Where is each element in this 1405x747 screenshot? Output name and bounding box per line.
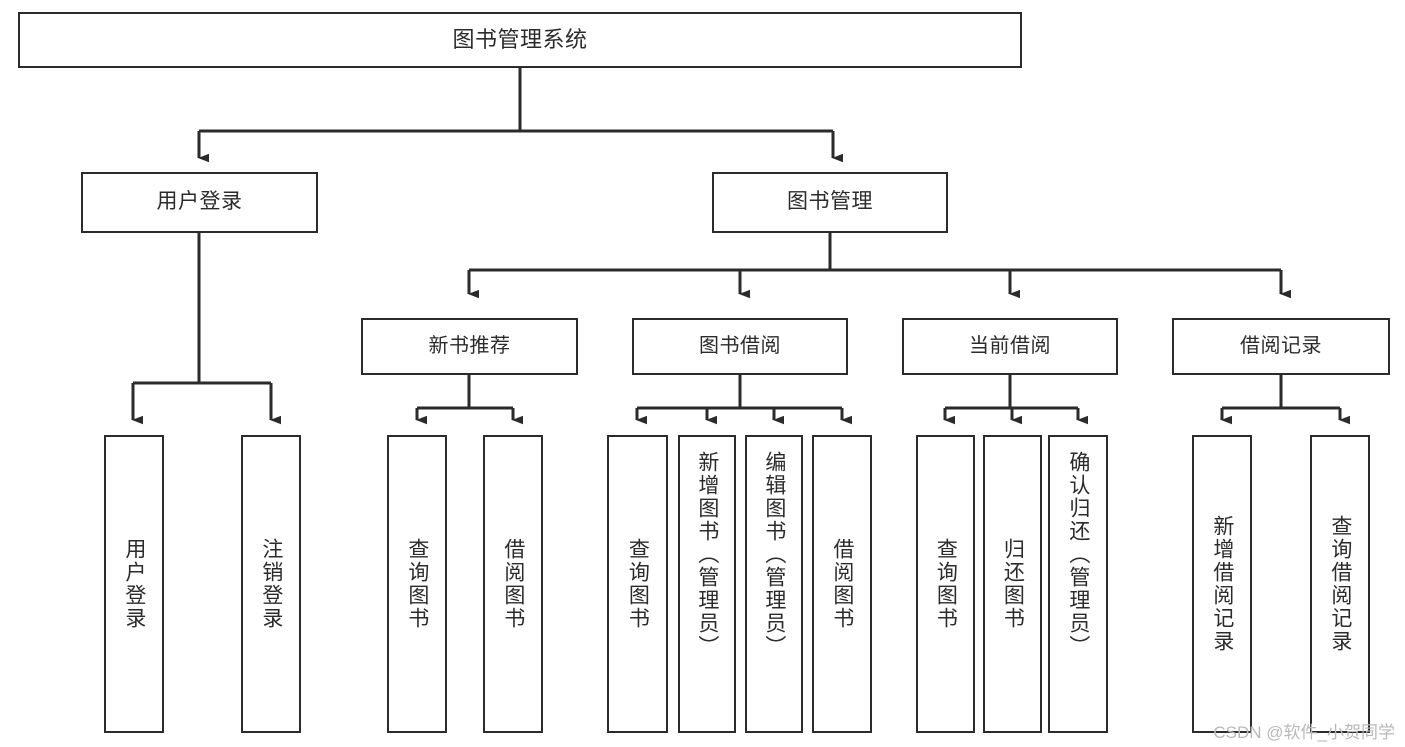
leaf-borrow-book-borrow[interactable]: 借阅图书 (812, 435, 872, 733)
leaf-label: 借阅图书 (830, 538, 854, 630)
leaf-query-book-borrow[interactable]: 查询图书 (607, 435, 668, 733)
leaf-confirm-return-admin[interactable]: 确认归还（管理员） (1048, 435, 1108, 733)
leaf-query-book-current[interactable]: 查询图书 (916, 435, 975, 733)
leaf-logout-login[interactable]: 注销登录 (241, 435, 301, 733)
leaf-label: 确认归还（管理员） (1066, 451, 1090, 658)
node-label: 新书推荐 (428, 335, 511, 357)
node-current-borrow[interactable]: 当前借阅 (902, 318, 1118, 375)
leaf-label: 查询图书 (405, 538, 429, 630)
leaf-query-book-recommend[interactable]: 查询图书 (387, 435, 447, 733)
leaf-label: 新增借阅记录 (1210, 515, 1234, 653)
node-book-borrow[interactable]: 图书借阅 (632, 318, 848, 375)
leaf-label: 新增图书（管理员） (695, 451, 719, 658)
leaf-label: 查询图书 (626, 538, 650, 630)
node-new-book-recommend[interactable]: 新书推荐 (361, 318, 578, 375)
node-label: 图书借阅 (699, 335, 781, 357)
leaf-return-book[interactable]: 归还图书 (983, 435, 1042, 733)
node-label: 借阅记录 (1240, 335, 1322, 357)
leaf-query-borrow-record[interactable]: 查询借阅记录 (1310, 435, 1370, 733)
node-label: 用户登录 (156, 190, 243, 214)
leaf-label: 注销登录 (259, 538, 283, 630)
node-user-login[interactable]: 用户登录 (81, 172, 318, 233)
node-borrow-record[interactable]: 借阅记录 (1172, 318, 1390, 375)
leaf-add-book-admin[interactable]: 新增图书（管理员） (678, 435, 736, 733)
node-label: 图书管理 (787, 190, 873, 214)
leaf-label: 查询借阅记录 (1328, 515, 1352, 653)
leaf-label: 用户登录 (122, 538, 146, 630)
leaf-label: 借阅图书 (501, 538, 525, 630)
leaf-label: 编辑图书（管理员） (762, 451, 786, 658)
leaf-add-borrow-record[interactable]: 新增借阅记录 (1192, 435, 1252, 733)
node-book-management[interactable]: 图书管理 (712, 172, 948, 233)
leaf-user-login[interactable]: 用户登录 (104, 435, 164, 733)
leaf-borrow-book-recommend[interactable]: 借阅图书 (483, 435, 543, 733)
leaf-label: 归还图书 (1001, 538, 1025, 630)
node-label: 当前借阅 (969, 335, 1051, 357)
leaf-label: 查询图书 (934, 538, 958, 630)
leaf-edit-book-admin[interactable]: 编辑图书（管理员） (745, 435, 803, 733)
node-label: 图书管理系统 (452, 27, 588, 53)
csdn-watermark: CSDN @软件_小贺同学 (1213, 723, 1395, 742)
node-book-management-system[interactable]: 图书管理系统 (18, 12, 1022, 68)
